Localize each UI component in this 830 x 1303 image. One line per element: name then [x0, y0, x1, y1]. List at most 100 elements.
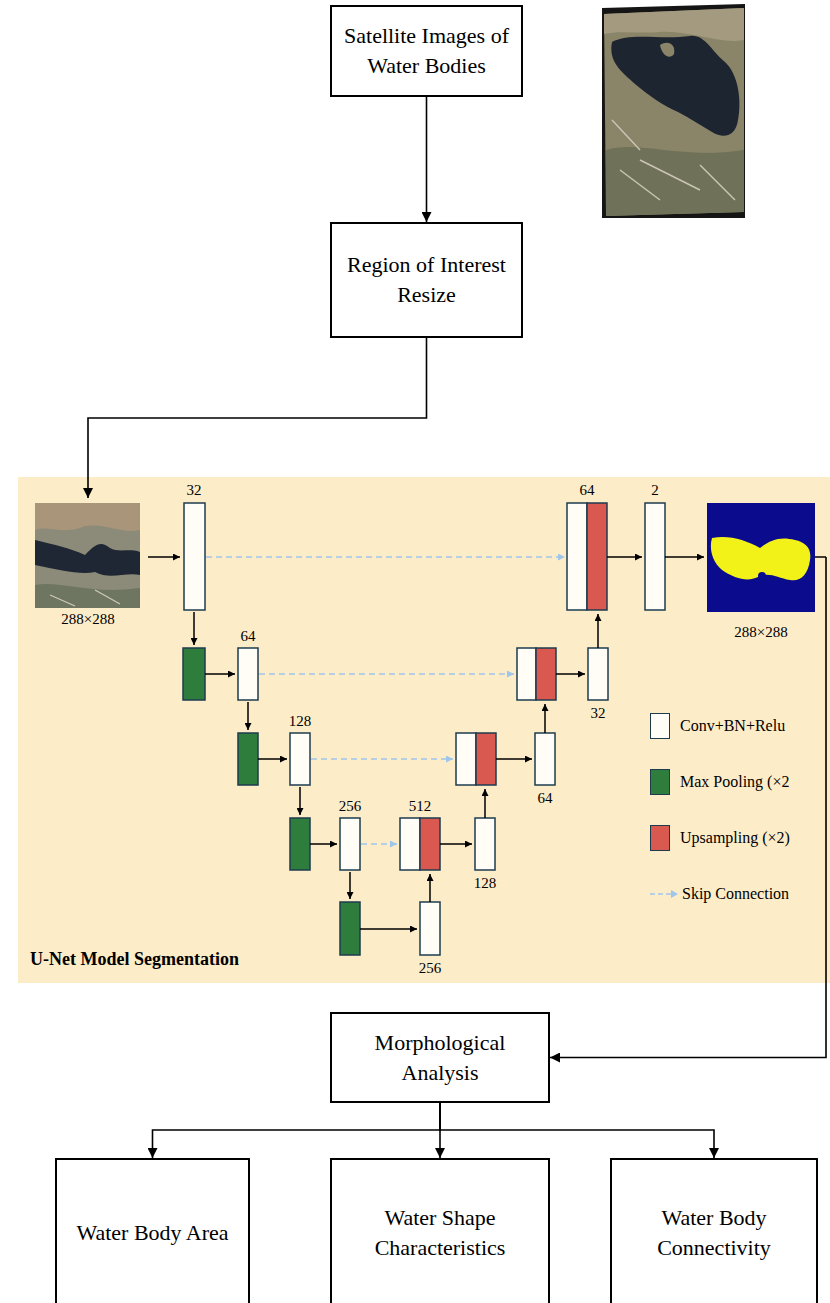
drawing-part	[440, 843, 472, 845]
node-text: Water Body Area	[76, 1218, 228, 1248]
drawing-part	[35, 503, 140, 531]
drawing-part	[567, 503, 587, 610]
upsample-blocks	[420, 503, 607, 870]
drawing-part	[193, 612, 195, 645]
legend-line-sample	[650, 888, 680, 900]
legend-swatch	[650, 825, 670, 851]
output-box: Water Shape Characteristics	[330, 1158, 550, 1303]
panel-heading: U-Net Model Segmentation	[30, 949, 239, 970]
channel-count: 128	[474, 875, 497, 892]
output-box: Water Body Area	[55, 1158, 250, 1303]
drawing-part	[340, 818, 360, 870]
drawing-part	[247, 702, 249, 730]
node-text: Water Shape Characteristics	[338, 1203, 542, 1262]
drawing-part	[311, 758, 453, 760]
drawing-part	[604, 8, 744, 41]
satellite-photo	[602, 4, 745, 218]
drawing-part	[602, 4, 745, 218]
drawing-part	[35, 540, 140, 576]
drawing-part	[517, 648, 536, 700]
drawing-part	[340, 902, 360, 955]
drawing-part	[456, 733, 476, 785]
connector-arrow	[153, 1103, 441, 1158]
drawing-part	[606, 147, 744, 216]
connector-arrow	[550, 557, 826, 1058]
drawing-part	[671, 890, 678, 898]
drawing-part	[604, 8, 744, 216]
drawing-part	[50, 590, 120, 606]
legend-item: Skip Connection	[650, 881, 790, 907]
drawing-part	[258, 758, 287, 760]
dimension-label: 288×288	[61, 611, 114, 628]
channel-count: 2	[651, 482, 659, 499]
drawing-part	[607, 556, 642, 558]
skip-connections	[206, 557, 565, 844]
drawing-part	[420, 818, 440, 870]
drawing-part	[310, 843, 337, 845]
channel-count: 32	[187, 482, 202, 499]
drawing-part	[484, 789, 486, 818]
drawing-part	[184, 503, 205, 610]
channel-count: 256	[339, 798, 362, 815]
channel-count: 64	[538, 790, 553, 807]
node-text: Region of Interest Resize	[338, 250, 515, 309]
pool-blocks	[183, 648, 360, 955]
drawing-part	[205, 673, 235, 675]
drawing-part	[360, 928, 417, 930]
drawing-part	[400, 818, 420, 870]
legend: Conv+BN+ReluMax Pooling (×2Upsampling (×…	[650, 713, 790, 937]
output-mask	[707, 503, 815, 612]
legend-text: Conv+BN+Relu	[680, 717, 785, 735]
drawing-part	[587, 503, 607, 610]
process-box: Morphological Analysis	[330, 1012, 550, 1103]
drawing-part	[665, 556, 704, 558]
conv-blocks	[184, 503, 665, 955]
model-panel: U-Net Model Segmentation Conv+BN+ReluMax …	[18, 477, 830, 983]
connector-arrow	[426, 97, 428, 222]
drawing-part	[206, 556, 565, 558]
drawing-part	[536, 648, 556, 700]
node-text: Morphological Analysis	[338, 1028, 542, 1087]
drawing-part	[535, 733, 555, 785]
flow-arrows	[148, 557, 826, 929]
dimension-label: 288×288	[734, 624, 787, 641]
drawing-part	[238, 648, 258, 700]
channel-count: 128	[289, 713, 312, 730]
channel-count: 256	[419, 960, 442, 977]
process-box: Satellite Images of Water Bodies	[330, 5, 523, 97]
drawing-part	[349, 872, 351, 899]
legend-swatch	[650, 713, 670, 739]
drawing-part	[476, 733, 496, 785]
channel-count: 64	[241, 628, 256, 645]
drawing-part	[259, 673, 514, 675]
connector-arrow	[440, 1103, 714, 1158]
output-box: Water Body Connectivity	[610, 1158, 818, 1303]
drawing-part	[711, 537, 810, 580]
drawing-part	[496, 758, 532, 760]
drawing-part	[148, 556, 180, 558]
legend-text: Upsampling (×2)	[680, 829, 790, 847]
channel-count: 512	[409, 798, 432, 815]
drawing-part	[35, 584, 140, 608]
input-image	[35, 503, 140, 608]
node-text: Water Body Connectivity	[618, 1203, 810, 1262]
drawing-part	[299, 787, 301, 815]
drawing-part	[815, 556, 826, 558]
channel-count: 64	[580, 482, 595, 499]
drawing-part	[238, 733, 258, 785]
drawing-part	[290, 818, 310, 870]
drawing-part	[588, 648, 608, 700]
drawing-part	[645, 503, 665, 610]
connector-arrow	[88, 338, 427, 498]
drawing-part	[707, 503, 815, 612]
drawing-part	[290, 733, 310, 785]
channel-count: 32	[591, 705, 606, 722]
drawing-part	[597, 614, 599, 648]
drawing-part	[420, 902, 440, 955]
drawing-part	[758, 572, 766, 580]
drawing-part	[361, 843, 397, 845]
drawing-part	[35, 503, 140, 608]
legend-text: Skip Connection	[682, 885, 789, 903]
